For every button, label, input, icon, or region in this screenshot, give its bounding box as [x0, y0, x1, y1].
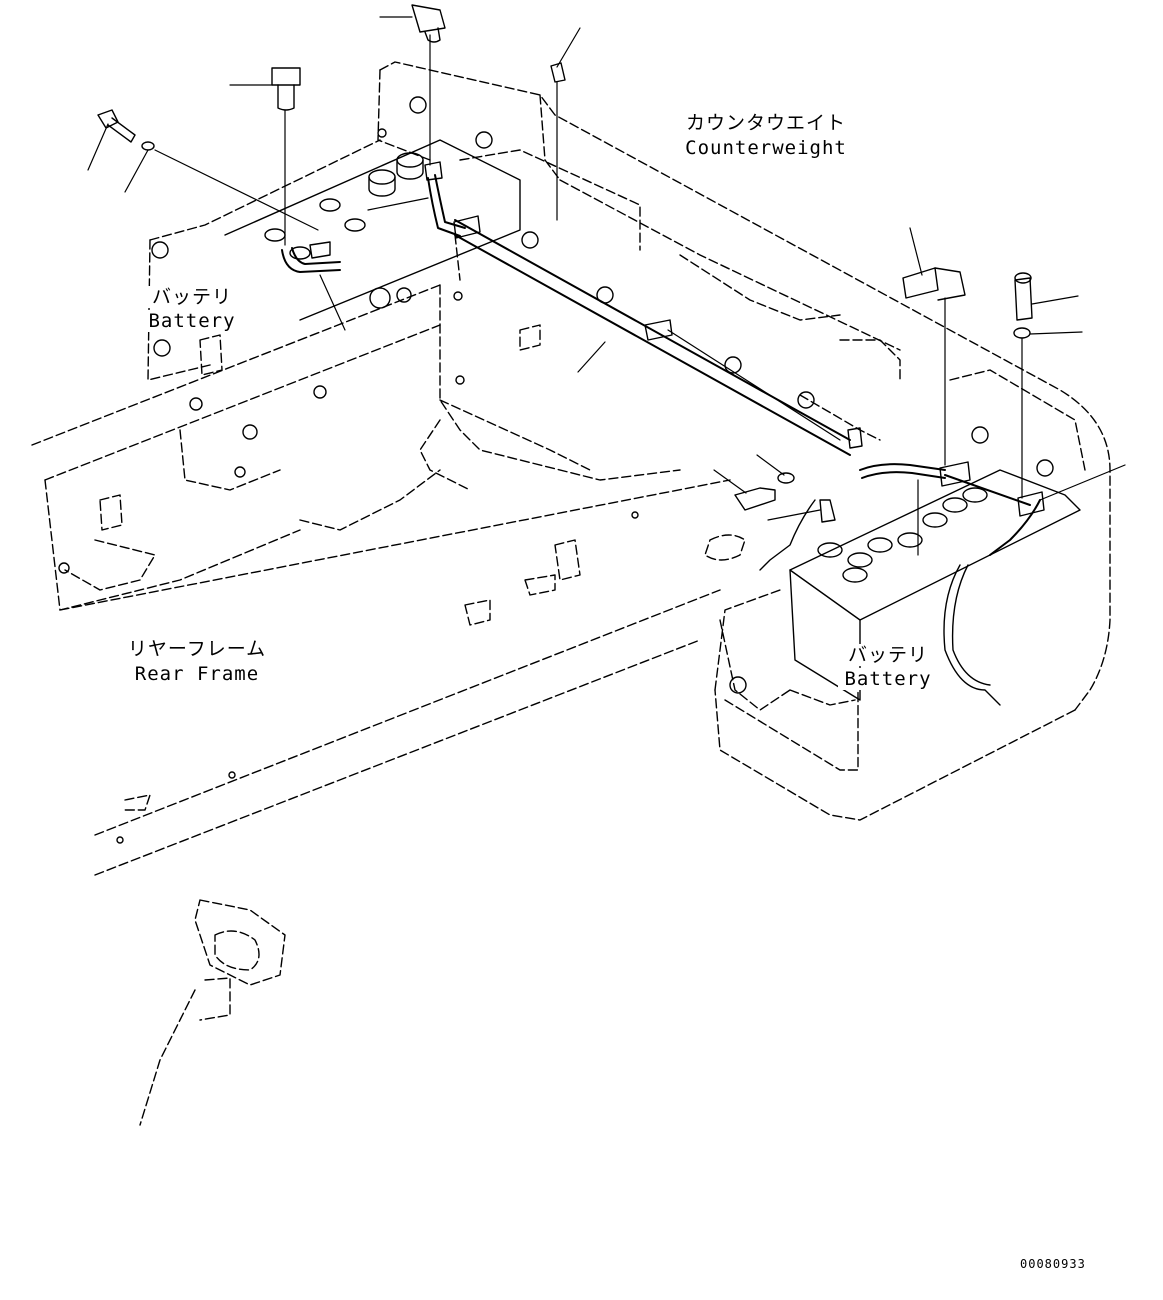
battery-left-label-en: Battery — [142, 310, 242, 332]
battery-left-label-jp: バッテリ — [142, 286, 242, 308]
frame-holes — [58, 96, 1054, 844]
battery-right-label-jp: バッテリ — [838, 644, 938, 666]
left-battery — [224, 139, 521, 321]
document-number: 00080933 — [1020, 1257, 1086, 1271]
battery-right-label-en: Battery — [838, 668, 938, 690]
counterweight-label-jp: カウンタウエイト — [685, 112, 846, 134]
counterweight-outline — [147, 61, 1111, 821]
parts — [97, 4, 1045, 523]
rear-frame-label-jp: リヤーフレーム — [122, 638, 272, 660]
leader-lines — [87, 16, 1126, 556]
right-battery — [759, 469, 1081, 706]
rear-frame-label-en: Rear Frame — [122, 663, 272, 685]
counterweight-label-en: Counterweight — [685, 137, 847, 159]
battery-cables — [281, 174, 1041, 556]
rear-frame-outline — [31, 234, 746, 1126]
